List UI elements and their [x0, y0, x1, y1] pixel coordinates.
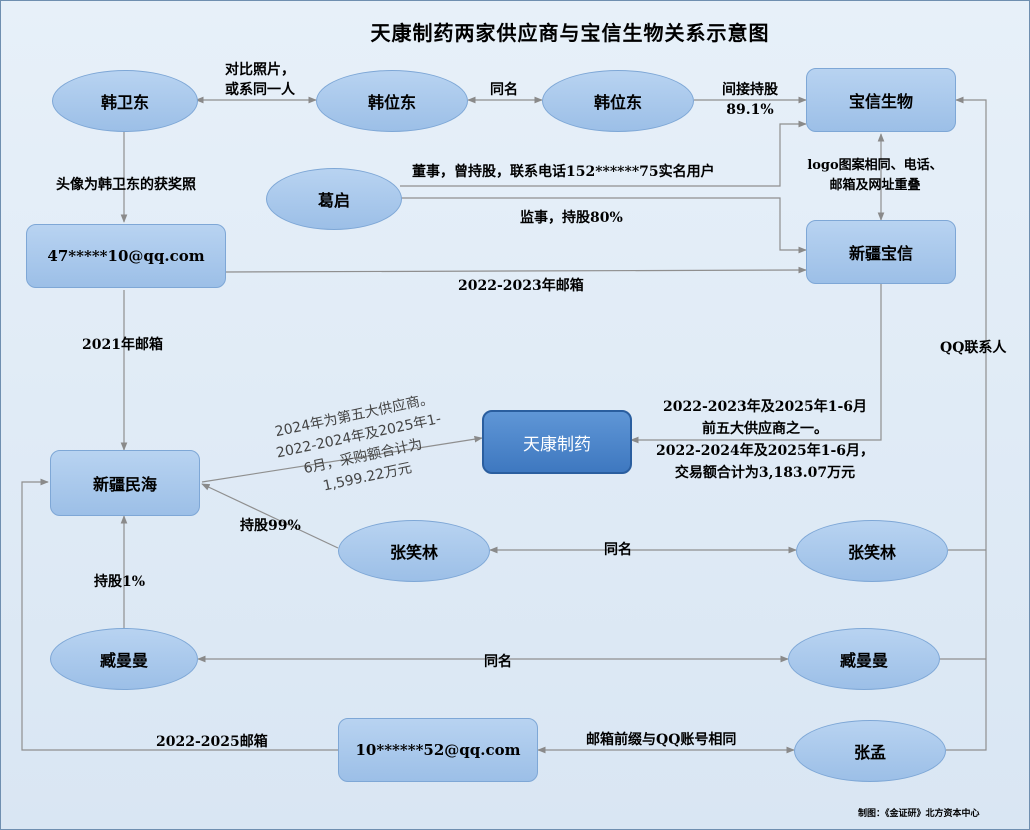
- label-photo-compare: 对比照片， 或系同一人: [212, 60, 308, 100]
- node-tiankang: 天康制药: [482, 410, 632, 474]
- node-han-weidong-2: 韩位东: [316, 70, 468, 132]
- node-email-2: 10******52@qq.com: [338, 718, 538, 782]
- chart-credit: 制图：《金证研》北方资本中心: [858, 809, 980, 819]
- label-supplier-line4: 交易额合计为3,183.07万元: [674, 465, 856, 481]
- node-han-weidong: 韩卫东: [52, 70, 198, 132]
- label-supplier-baoxin: 2022-2023年及2025年1-6月 前五大供应商之一。 2022-2024…: [656, 396, 874, 484]
- label-supplier-line1: 2022-2023年及2025年1-6月: [663, 399, 867, 415]
- label-indirect-holding-line1: 间接持股: [722, 82, 778, 98]
- label-qq-prefix: 邮箱前缀与QQ账号相同: [586, 732, 737, 748]
- label-avatar: 头像为韩卫东的获奖照: [56, 177, 196, 193]
- node-email-1: 47*****10@qq.com: [26, 224, 226, 288]
- label-same-name-mid: 同名: [604, 542, 632, 558]
- node-xinjiang-minhai: 新疆民海: [50, 450, 200, 516]
- label-hold-99: 持股99%: [240, 518, 301, 534]
- node-zang-manman-2: 臧曼曼: [788, 628, 940, 690]
- label-logo-overlap-line2: 邮箱及网址重叠: [829, 178, 921, 193]
- label-indirect-holding: 间接持股 89.1%: [704, 80, 796, 120]
- label-logo-overlap-line1: logo图案相同、电话、: [807, 158, 943, 173]
- label-supplier-line3: 2022-2024年及2025年1-6月，: [656, 443, 874, 459]
- diagram-title: 天康制药两家供应商与宝信生物关系示意图: [370, 21, 770, 45]
- label-same-name-top: 同名: [490, 82, 518, 98]
- label-director: 董事，曾持股，联系电话152******75实名用户: [412, 164, 715, 180]
- label-indirect-holding-line2: 89.1%: [726, 102, 774, 118]
- node-ge-qi: 葛启: [266, 168, 402, 230]
- label-logo-overlap: logo图案相同、电话、 邮箱及网址重叠: [800, 156, 950, 196]
- node-xinjiang-baoxin: 新疆宝信: [806, 220, 956, 284]
- label-email-2021: 2021年邮箱: [82, 337, 163, 353]
- label-supplier-line2: 前五大供应商之一。: [702, 421, 828, 437]
- label-photo-compare-line2: 或系同一人: [225, 82, 295, 98]
- label-photo-compare-line1: 对比照片，: [225, 62, 295, 78]
- node-zang-manman-1: 臧曼曼: [50, 628, 198, 690]
- label-supervisor: 监事，持股80%: [520, 210, 623, 226]
- label-qq-contact: QQ联系人: [940, 340, 1007, 356]
- label-hold-1: 持股1%: [94, 574, 146, 590]
- node-zhang-xiaolin-1: 张笑林: [338, 520, 490, 582]
- label-same-name-low: 同名: [484, 654, 512, 670]
- node-baoxin: 宝信生物: [806, 68, 956, 132]
- label-email-2022: 2022-2023年邮箱: [458, 278, 584, 294]
- node-zhang-xiaolin-2: 张笑林: [796, 520, 948, 582]
- label-email-2025: 2022-2025邮箱: [156, 734, 268, 750]
- node-zhang-meng: 张孟: [794, 720, 946, 782]
- node-han-weidong-3: 韩位东: [542, 70, 694, 132]
